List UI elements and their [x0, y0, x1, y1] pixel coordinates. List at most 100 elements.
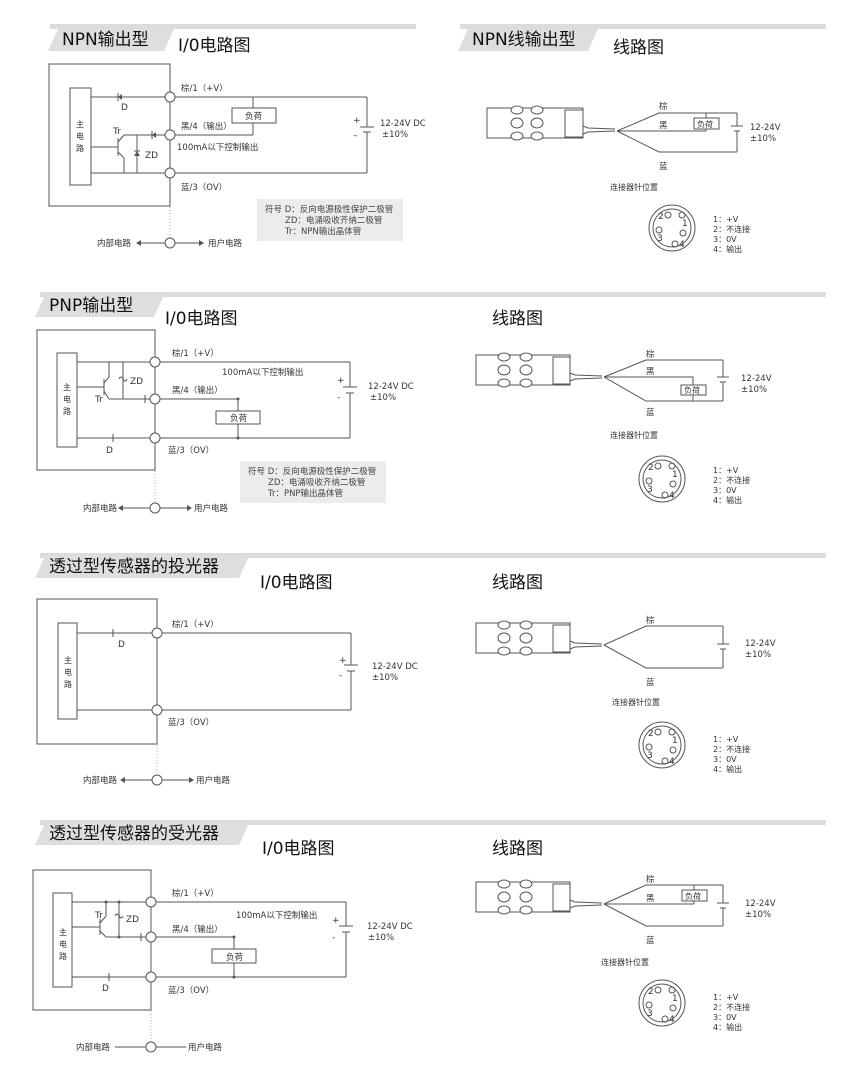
sensor-body-icon: [475, 620, 603, 656]
wire-line: [564, 109, 584, 138]
diagram-label: 黑/4（输出）: [172, 924, 223, 935]
wire-line: [519, 879, 533, 889]
diagram-label: ZD: [126, 915, 139, 925]
terminal-brown: [164, 91, 176, 103]
node-mark: [661, 757, 669, 765]
node-mark: [104, 900, 108, 904]
load-box: [231, 107, 277, 124]
diagram-label: D: [106, 446, 113, 456]
diagram-label: 1: [672, 470, 678, 480]
io-title: I/0电路图: [260, 573, 333, 593]
diagram-label: 棕/1（+V）: [172, 348, 219, 359]
diagram-label: D: [118, 640, 125, 650]
node-mark: [151, 704, 163, 716]
node-mark: [669, 480, 677, 488]
diagram-label: 蓝/3（OV）: [168, 717, 214, 728]
terminal-black-label: 黑/4（输出）: [181, 121, 232, 132]
pin-desc: 4：输出: [713, 244, 742, 254]
load-box: [681, 889, 708, 902]
wire-line: [497, 891, 511, 903]
wire-line: [519, 905, 533, 915]
wire-blue-label: 蓝: [659, 161, 668, 172]
diagram-label: 2: [648, 463, 654, 473]
main-circuit-block: [57, 622, 78, 720]
diagram-label: ZD: [130, 377, 143, 387]
wire-line: [189, 777, 194, 783]
diagram-label: 用户电路: [188, 1042, 223, 1053]
receiver-wiring-diagram: 负荷 棕 黑 蓝 12-24V ±10% 连接器针位置 2 1 3 4 1：+V…: [475, 874, 776, 1032]
node-mark: [668, 986, 676, 994]
wire-line: [530, 117, 544, 129]
npn-io-circuit: 主 电 路 D Tr ZD 棕/1（+V） 黑/4（输出） 100mA以下控制输…: [48, 63, 426, 249]
section-tab: 透过型传感器的投光器: [35, 556, 249, 578]
wire-line: [519, 620, 533, 630]
connector-title: 连接器针位置: [610, 182, 658, 192]
wire-line: [530, 105, 544, 115]
wire-line: [519, 378, 533, 388]
header-bar: [40, 820, 826, 825]
wire-line: [136, 240, 141, 246]
wire-line: [519, 891, 533, 903]
node-mark: [668, 728, 676, 736]
node-mark: [652, 208, 692, 248]
diagram-label: 2: [658, 212, 664, 222]
io-title: I/0电路图: [165, 309, 238, 329]
diagram-label: 4：输出: [713, 1022, 742, 1032]
node-mark: [642, 725, 682, 765]
node-mark: [149, 393, 161, 405]
connector-pin-icon: 2 1 3 4: [638, 455, 686, 503]
wire-line: [117, 151, 125, 159]
diagram-label: 3: [647, 1009, 653, 1019]
diagram-label: 12-24V DC: [372, 662, 418, 672]
diagram-label: +: [339, 656, 347, 666]
main-circuit-block: [52, 892, 73, 988]
diagram-label: 路: [64, 679, 72, 689]
diagram-label: 内部电路: [76, 1042, 111, 1053]
sensor-body-icon: [475, 879, 603, 915]
node-mark: [145, 971, 157, 983]
diagram-label: 1：+V: [713, 993, 739, 1002]
supply-voltage: 12-24V: [750, 123, 781, 133]
diagram-label: ±10%: [741, 385, 767, 395]
load-box: [680, 384, 707, 396]
node-mark: [669, 746, 677, 754]
zener-diode-icon: [114, 913, 124, 919]
node-mark: [145, 896, 157, 908]
sensor-housing: [36, 598, 158, 745]
wire-line: [497, 620, 511, 630]
wire-line: [552, 883, 571, 912]
diagram-label: 2：不连接: [713, 1002, 750, 1012]
connector-pin-icon: 2 1 3 4: [638, 979, 686, 1027]
wire-line: [616, 130, 737, 153]
node-mark: [671, 240, 679, 248]
load-box: [693, 117, 720, 130]
diagram-label: 电: [63, 394, 71, 404]
emitter-io-circuit: 主 电 路 D 棕/1（+V） 蓝/3（OV） + - 12-24V DC ±1…: [36, 598, 418, 786]
wiring-title: 线路图: [492, 573, 543, 593]
wiring-title: 线路图: [492, 839, 543, 859]
node-mark: [664, 211, 672, 219]
section-tab: 透过型传感器的受光器: [35, 823, 249, 845]
diagram-label: 负荷: [685, 891, 701, 901]
zener-diode-icon: [118, 376, 128, 382]
node-mark: [661, 491, 669, 499]
wire-line: [103, 376, 110, 384]
legend-line: Tr：NPN输出晶体管: [285, 227, 362, 237]
node-mark: [655, 226, 663, 234]
node-mark: [145, 931, 157, 943]
sensor-body-icon: [486, 105, 616, 141]
wire-line: [519, 646, 533, 656]
wire-line: [510, 117, 524, 129]
d-label: D: [121, 103, 128, 113]
section-emitter: 透过型传感器的投光器 I/0电路图 线路图 主 电 路 D 棕/1（+V） 蓝/…: [0, 545, 860, 805]
wire-line: [603, 644, 723, 669]
node-mark: [648, 204, 696, 252]
diagram-label: 2：不连接: [713, 475, 750, 485]
diagram-label: 内部电路: [83, 503, 118, 514]
diagram-label: 4: [669, 491, 675, 501]
diagram-label: Tr: [94, 395, 103, 405]
section-pnp: PNP输出型 I/0电路图 线路图 主 电 路 D Tr ZD 棕/1（+V） …: [0, 285, 860, 535]
main-block-char: 电: [76, 131, 84, 141]
diagram-label: ±10%: [745, 650, 771, 660]
diagram-label: -: [332, 933, 335, 943]
